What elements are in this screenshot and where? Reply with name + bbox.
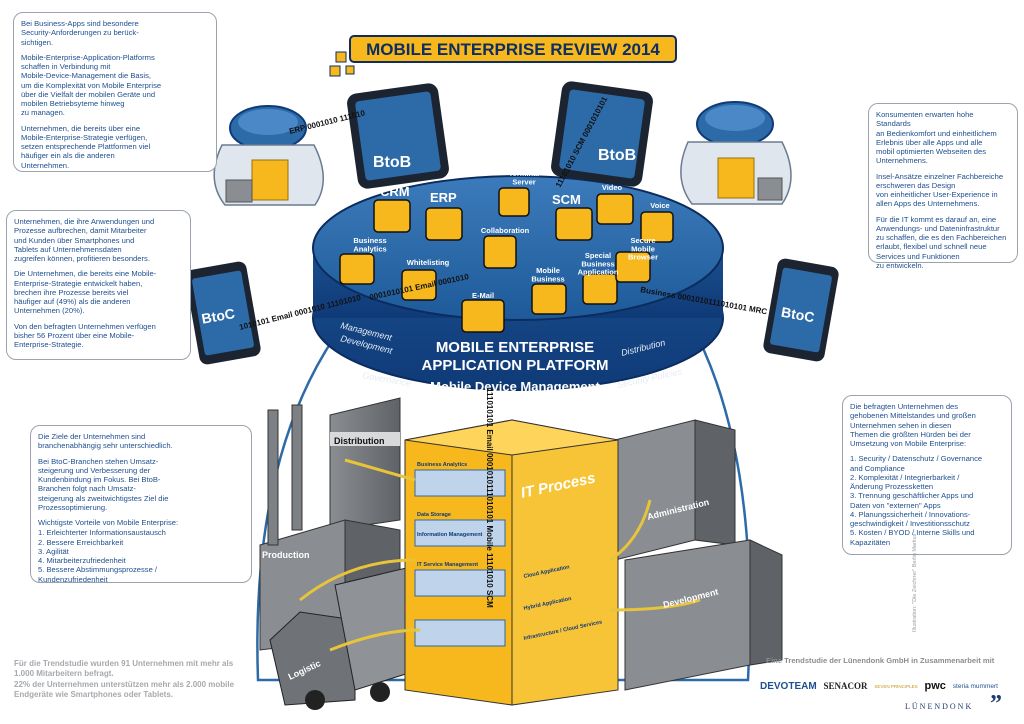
building-development <box>624 539 783 691</box>
phone-btoc-right <box>763 258 839 362</box>
right-jar <box>680 101 792 205</box>
list-item: 1. Erleichterter Informationsaustausch <box>38 528 166 538</box>
study-info-line: 22% der Unternehmen unterstützen mehr al… <box>14 680 235 690</box>
crm-label: CRM <box>380 184 410 199</box>
platform-line2: APPLICATION PLATFORM <box>422 357 609 374</box>
note-text: Unternehmen, die bereits über eine Mobil… <box>21 123 151 170</box>
whitelisting-label: Whitelisting <box>407 258 450 267</box>
note-text: Wichtigste Vorteile von Mobile Enterpris… <box>38 518 179 527</box>
partner-logo: pwc <box>924 680 946 692</box>
platform-mdm: Mobile Device Management <box>430 379 600 394</box>
phone-btoc-left <box>185 261 261 365</box>
partner-logo: steria mummert <box>952 682 998 690</box>
partner-logo: SEVEN PRINCIPLES <box>874 683 918 689</box>
hurdles-list: 1. Security / Datenschutz / Governance a… <box>850 454 1004 547</box>
list-item: 3. Agilität <box>38 546 69 556</box>
title-banner <box>329 35 677 77</box>
benefits-list: 1. Erleichterter Informationsaustausch 2… <box>38 528 244 584</box>
list-item: 2. Bessere Erreichbarkeit <box>38 537 124 547</box>
list-item: 4. Planungssicherheit / Innovations- ges… <box>850 509 971 528</box>
tablet-btob-right <box>551 81 653 187</box>
note-text: Von den befragten Unternehmen verfügen b… <box>14 321 156 350</box>
app-tiles <box>339 187 674 333</box>
it-floor-0: Business Analytics <box>417 462 467 468</box>
note-text: Unternehmen, die ihre Anwendungen und Pr… <box>14 217 155 263</box>
partners-caption: Eine Trendstudie der Lünendonk GmbH in Z… <box>766 656 995 665</box>
btob-right-label: BtoB <box>598 147 636 164</box>
voice-label: Voice <box>650 201 669 210</box>
distribution-label: Distribution <box>334 436 385 446</box>
study-info-line: Endgeräte wie Smartphones oder Tablets. <box>14 689 173 699</box>
note-bottom-left: Die Ziele der Unternehmen sind branchena… <box>30 425 252 584</box>
note-text: Die Ziele der Unternehmen sind branchena… <box>38 432 173 451</box>
erp-label: ERP <box>430 190 457 205</box>
it-floor-1: Data Storage <box>417 512 451 518</box>
note-mid-right: Die befragten Unternehmen des gehobenen … <box>842 395 1012 555</box>
illustration-credit: Illustration: "Die Zeichner" Berlin Mark… <box>912 533 918 632</box>
study-info-line: 1.000 Mitarbeitern befragt. <box>14 668 114 678</box>
note-text: Insel-Ansätze einzelner Fachbereiche ers… <box>876 171 1004 209</box>
collaboration-label: Collaboration <box>481 226 530 235</box>
stream-vertical: 111010101 Email 0001010111010101 Mobile … <box>485 388 494 608</box>
btob-left-label: BtoB <box>373 154 411 171</box>
tablet-btob-left <box>347 83 449 189</box>
production-label: Production <box>262 550 310 560</box>
note-text: Mobile-Enterprise-Application-Platforms … <box>21 52 162 118</box>
brand-lunendonk: LÜNENDONK <box>905 702 974 711</box>
note-text: Die Unternehmen, die bereits eine Mobile… <box>14 269 157 316</box>
list-item: 4. Mitarbeiterzufriedenheit <box>38 556 126 565</box>
title: MOBILE ENTERPRISE REVIEW 2014 <box>366 40 660 59</box>
list-item: 3. Trennung geschäftlicher Apps und Date… <box>850 491 974 510</box>
study-info: Für die Trendstudie wurden 91 Unternehme… <box>14 659 264 699</box>
note-text: Bei BtoC-Branchen stehen Umsatz- steiger… <box>38 456 169 512</box>
btoc-right-label: BtoC <box>780 304 816 326</box>
email-label: E-Mail <box>472 291 494 300</box>
scm-label: SCM <box>552 192 581 207</box>
partner-logos: DEVOTEAM SENACOR SEVEN PRINCIPLES pwc st… <box>760 676 998 696</box>
list-item: 5. Bessere Abstimmungsprozesse / Kundenz… <box>38 565 158 584</box>
it-floor-2: Information Management <box>417 532 483 538</box>
study-info-line: Für die Trendstudie wurden 91 Unternehme… <box>14 659 234 668</box>
cables <box>299 458 701 652</box>
list-item: 1. Security / Datenschutz / Governance a… <box>850 454 983 473</box>
it-floor-3: IT Service Management <box>417 562 478 568</box>
video-label: Video <box>602 183 623 192</box>
note-mid-left: Unternehmen, die ihre Anwendungen und Pr… <box>6 210 191 360</box>
note-text: Bei Business-Apps sind besondere Securit… <box>21 19 139 47</box>
note-text: Konsumenten erwarten hohe Standards an B… <box>876 110 997 166</box>
platform-line1: MOBILE ENTERPRISE <box>436 339 594 356</box>
partner-logo: SENACOR <box>823 681 868 691</box>
partner-logo: DEVOTEAM <box>760 680 817 692</box>
building-administration <box>614 419 736 561</box>
list-item: 5. Kosten / BYOD / Interne Skills und Ka… <box>850 528 975 547</box>
left-jar <box>213 105 324 206</box>
note-top-left: Bei Business-Apps sind besondere Securit… <box>13 12 217 172</box>
building-it-process <box>404 419 619 706</box>
note-top-right: Konsumenten erwarten hohe Standards an B… <box>868 103 1018 270</box>
list-item: 2. Komplexität / Integrierbarkeit / Ände… <box>850 472 960 491</box>
note-text: Für die IT kommt es darauf an, eine Anwe… <box>876 214 1007 270</box>
note-text: Die befragten Unternehmen des gehobenen … <box>850 402 976 448</box>
building-distribution <box>329 397 401 531</box>
quote-mark-icon: ” <box>990 691 1002 717</box>
btoc-left-label: BtoC <box>200 305 236 327</box>
